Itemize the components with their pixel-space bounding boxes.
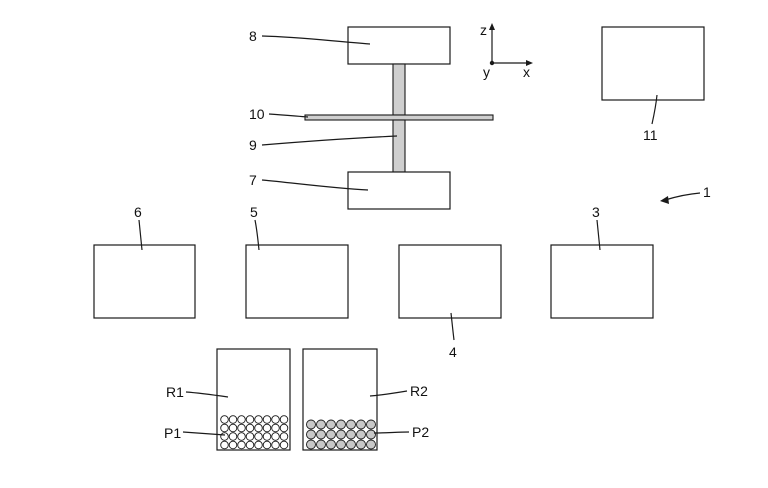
leader-11 bbox=[651, 94, 658, 125]
particle-p1 bbox=[262, 432, 272, 441]
particle-p1 bbox=[262, 440, 272, 450]
particle-p2 bbox=[306, 419, 316, 430]
leader-r1 bbox=[185, 391, 229, 398]
particle-p1 bbox=[271, 415, 280, 424]
plate-10 bbox=[304, 114, 494, 121]
particle-p1 bbox=[237, 423, 246, 433]
label-9: 9 bbox=[249, 137, 257, 153]
particle-p1 bbox=[237, 440, 246, 450]
shaft-9 bbox=[392, 119, 406, 173]
particle-p2 bbox=[336, 419, 346, 430]
label-3: 3 bbox=[592, 204, 600, 220]
leader-8 bbox=[261, 35, 371, 45]
particle-p1 bbox=[271, 440, 280, 450]
axis-y-label: y bbox=[483, 64, 490, 80]
particle-p2 bbox=[366, 429, 376, 440]
particle-p2 bbox=[306, 439, 316, 450]
particle-p2 bbox=[346, 419, 356, 430]
particle-p1 bbox=[228, 440, 238, 450]
leader-9 bbox=[261, 135, 398, 146]
particle-p1 bbox=[271, 432, 280, 441]
particle-p1 bbox=[279, 423, 289, 433]
leader-1 bbox=[664, 192, 701, 201]
station-6 bbox=[93, 244, 196, 319]
label-7: 7 bbox=[249, 172, 257, 188]
particle-p1 bbox=[228, 432, 238, 441]
particle-p1 bbox=[220, 423, 229, 433]
particle-p2 bbox=[346, 439, 356, 450]
unit-11 bbox=[601, 26, 705, 101]
station-5 bbox=[245, 244, 349, 319]
unit-7 bbox=[347, 171, 451, 210]
particle-p1 bbox=[228, 423, 238, 433]
particle-p2 bbox=[356, 439, 366, 450]
particle-p2 bbox=[366, 439, 376, 450]
leader-r2 bbox=[369, 390, 408, 397]
particle-p1 bbox=[228, 415, 238, 424]
particle-p1 bbox=[220, 440, 229, 450]
leader-10 bbox=[268, 113, 309, 118]
label-r2: R2 bbox=[410, 383, 428, 399]
particle-p1 bbox=[220, 415, 229, 424]
label-11: 11 bbox=[643, 127, 658, 143]
label-5: 5 bbox=[250, 204, 258, 220]
leader-7 bbox=[261, 179, 369, 191]
particle-p1 bbox=[271, 423, 280, 433]
label-p2: P2 bbox=[412, 424, 429, 440]
particle-p2 bbox=[356, 429, 366, 440]
particle-p2 bbox=[316, 429, 326, 440]
particle-p1 bbox=[279, 415, 289, 424]
particle-p2 bbox=[336, 429, 346, 440]
leader-1-arrowhead bbox=[660, 196, 669, 204]
particle-p2 bbox=[316, 419, 326, 430]
particle-p1 bbox=[279, 440, 289, 450]
label-p1: P1 bbox=[164, 425, 181, 441]
leader-6 bbox=[138, 219, 143, 251]
particle-p1 bbox=[262, 423, 272, 433]
particle-p2 bbox=[306, 429, 316, 440]
particle-p2 bbox=[326, 419, 336, 430]
particle-p1 bbox=[279, 432, 289, 441]
label-8: 8 bbox=[249, 28, 257, 44]
leader-p2 bbox=[373, 431, 410, 434]
label-1: 1 bbox=[703, 184, 711, 200]
axis-z-label: z bbox=[480, 22, 487, 38]
particle-p1 bbox=[245, 423, 255, 433]
particle-p1 bbox=[245, 415, 255, 424]
particle-p1 bbox=[254, 423, 263, 433]
particle-p1 bbox=[220, 432, 229, 441]
unit-8 bbox=[347, 26, 451, 65]
particle-p1 bbox=[254, 415, 263, 424]
leader-5 bbox=[254, 219, 260, 251]
shaft-upper bbox=[392, 63, 406, 116]
particle-p2 bbox=[346, 429, 356, 440]
particle-p2 bbox=[316, 439, 326, 450]
particle-p1 bbox=[254, 432, 263, 441]
particle-p1 bbox=[237, 415, 246, 424]
label-4: 4 bbox=[449, 344, 457, 360]
particle-p2 bbox=[326, 439, 336, 450]
coordinate-axes bbox=[489, 23, 533, 66]
particle-p1 bbox=[262, 415, 272, 424]
leader-p1 bbox=[182, 431, 226, 436]
particle-p2 bbox=[336, 439, 346, 450]
leader-4 bbox=[450, 312, 455, 341]
particle-p2 bbox=[356, 419, 366, 430]
label-10: 10 bbox=[249, 106, 265, 122]
particle-p2 bbox=[366, 419, 376, 430]
particle-p1 bbox=[245, 440, 255, 450]
label-r1: R1 bbox=[166, 384, 184, 400]
particle-p1 bbox=[237, 432, 246, 441]
label-6: 6 bbox=[134, 204, 142, 220]
station-4 bbox=[398, 244, 502, 319]
leader-3 bbox=[596, 219, 601, 251]
particle-bed-p1 bbox=[220, 415, 289, 450]
particle-bed-p2 bbox=[306, 419, 376, 450]
axis-x-label: x bbox=[523, 64, 530, 80]
particle-p1 bbox=[254, 440, 263, 450]
particle-p1 bbox=[245, 432, 255, 441]
particle-p2 bbox=[326, 429, 336, 440]
station-3 bbox=[550, 244, 654, 319]
